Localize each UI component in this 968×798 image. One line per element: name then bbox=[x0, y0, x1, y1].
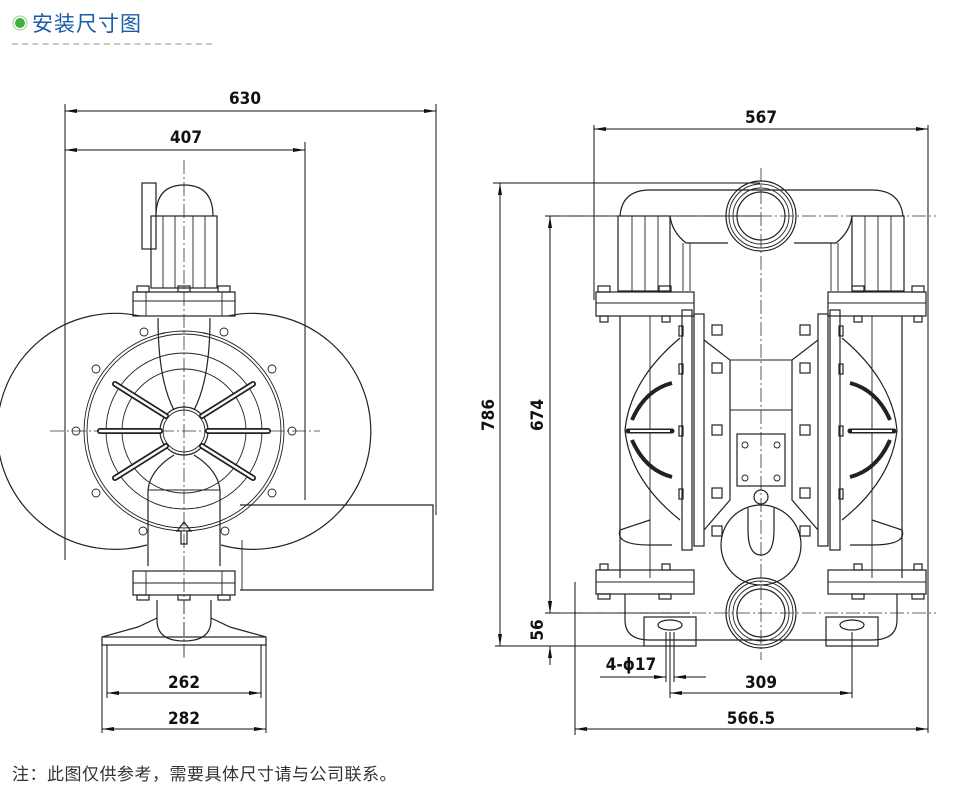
left-diaphragm-chamber bbox=[624, 337, 681, 521]
dim-label-base-height: 56 bbox=[528, 619, 548, 640]
top-manifold bbox=[150, 215, 218, 289]
dim-label-mount-holes: 4-ϕ17 bbox=[606, 655, 656, 675]
section-header: 安装尺寸图 bbox=[12, 8, 142, 38]
section-title: 安装尺寸图 bbox=[32, 12, 142, 36]
air-inlet bbox=[753, 489, 769, 505]
air-valve-plate bbox=[736, 433, 786, 487]
flow-direction-arrow-icon bbox=[175, 521, 193, 545]
header-divider bbox=[12, 43, 212, 45]
dim-label-port-height: 674 bbox=[528, 399, 548, 431]
air-muffler-bracket bbox=[240, 504, 434, 591]
disclaimer-note: 注：此图仅供参考，需要具体尺寸请与公司联系。 bbox=[12, 765, 397, 785]
inlet-port bbox=[725, 577, 797, 649]
top-manifold bbox=[619, 189, 904, 217]
left-clamp-plate bbox=[681, 309, 693, 551]
dim-label-overall-width: 630 bbox=[229, 89, 261, 109]
dim-label-base-hole-spacing: 262 bbox=[168, 673, 200, 693]
top-left-flange bbox=[595, 291, 695, 317]
outlet-port bbox=[725, 180, 797, 252]
side-view: 630 407 bbox=[0, 89, 437, 733]
top-right-flange bbox=[827, 291, 927, 317]
dim-label-base-overall-width: 566.5 bbox=[727, 709, 775, 729]
top-dome bbox=[155, 184, 214, 217]
dim-label-front-overall-width: 567 bbox=[745, 108, 777, 128]
bottom-manifold bbox=[624, 594, 898, 641]
right-diaphragm-chamber bbox=[841, 337, 898, 521]
diaphragm-outer bbox=[83, 330, 285, 532]
dim-label-overall-height: 786 bbox=[479, 399, 499, 431]
housing-left bbox=[0, 312, 148, 550]
right-clamp-plate bbox=[829, 309, 841, 551]
front-view: 567 786 674 56 bbox=[479, 108, 936, 735]
diaphragm-ribs bbox=[97, 381, 271, 481]
clamp-bolts bbox=[678, 324, 844, 537]
bolt-holes bbox=[71, 327, 297, 536]
dim-label-foot-hole-spacing: 309 bbox=[745, 673, 777, 693]
dim-label-body-width: 407 bbox=[170, 128, 202, 148]
housing-right bbox=[220, 312, 372, 550]
dim-label-base-width: 282 bbox=[168, 709, 200, 729]
bullet-dot-icon bbox=[15, 18, 25, 28]
